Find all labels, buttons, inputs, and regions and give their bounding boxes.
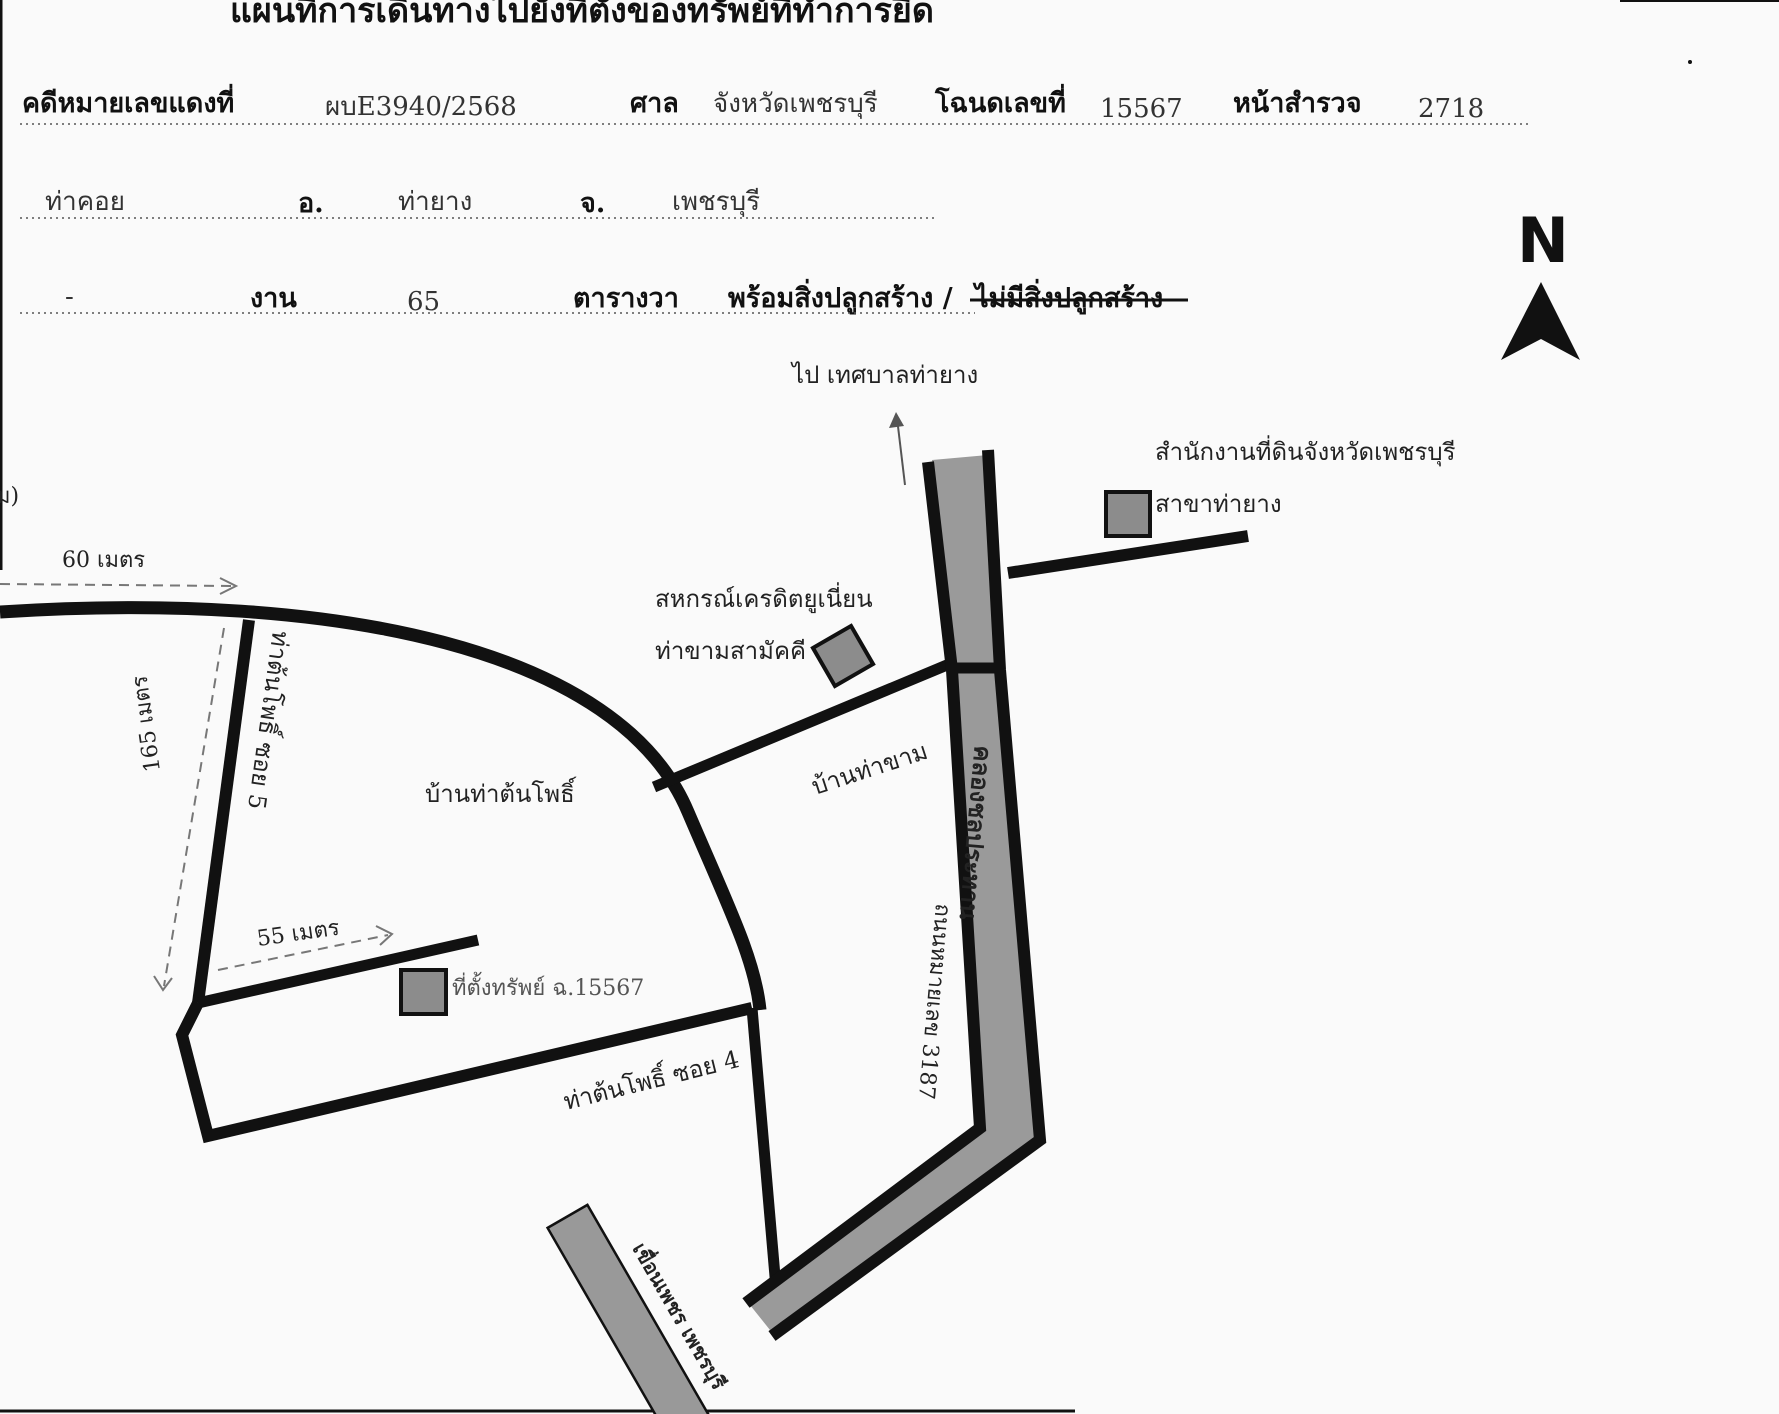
dist-60-arrowhead: [219, 577, 239, 595]
square-wa-label: ตารางวา: [573, 283, 679, 314]
dam-block: [545, 1203, 715, 1414]
court-value: จังหวัดเพชรบุรี: [713, 89, 878, 119]
village-tha-kham-label: บ้านท่าขาม: [808, 737, 931, 801]
dist-165-label: 165 เมตร: [128, 674, 166, 774]
property-location-icon: [399, 968, 448, 1016]
case-number-label: คดีหมายเลขแดงที่: [22, 83, 234, 119]
soi5-label: ท่าต้นโพธิ์ ซอย 5: [242, 629, 299, 812]
village-tha-ton-pho-label: บ้านท่าต้นโพธิ์: [425, 776, 577, 808]
north-label: N: [1517, 204, 1569, 277]
land-office-road: [1007, 530, 1249, 579]
coop-road: [651, 659, 950, 793]
dist-55-label: 55 เมตร: [255, 916, 341, 952]
dist-55-arrow: [217, 934, 389, 971]
north-arrow-icon: [1501, 282, 1580, 360]
dist-60-label: 60 เมตร: [62, 548, 145, 573]
edge-fragment-text: ม): [0, 484, 19, 509]
property-access-road: [196, 934, 480, 1009]
ngan-value: 65: [407, 287, 440, 317]
district-value: ท่ายาง: [398, 187, 472, 217]
road-3187-label: ถนนหมายเลข 3187: [913, 902, 955, 1100]
without-buildings-text: ไม่มีสิ่งปลูกสร้าง: [972, 278, 1163, 315]
district-label: อ.: [298, 188, 324, 219]
coop-icon: [810, 623, 876, 689]
coop-label-line2: ท่าขามสามัคคี: [655, 637, 806, 665]
south-connector-road: [746, 1007, 785, 1324]
deed-value: 15567: [1100, 94, 1183, 124]
dust-speck: [1688, 60, 1692, 64]
coop-label-line1: สหกรณ์เครดิตยูเนี่ยน: [655, 582, 873, 614]
case-number-value: ผบE3940/2568: [325, 92, 517, 122]
deed-label: โฉนดเลขที่: [934, 83, 1066, 119]
ngan-label: งาน: [250, 283, 297, 314]
province-value: เพชรบุรี: [672, 187, 760, 217]
dist-55-arrowhead: [375, 925, 394, 946]
province-label: จ.: [580, 188, 605, 219]
to-municipality-arrowhead: [889, 412, 904, 428]
to-municipality-arrow: [896, 417, 906, 486]
dist-60-arrow: [0, 583, 233, 587]
survey-page-value: 2718: [1418, 94, 1484, 124]
rai-value: -: [65, 282, 74, 312]
irrigation-canal: [746, 455, 1036, 1330]
land-office-label-line2: สาขาท่ายาง: [1155, 490, 1282, 518]
main-curved-road: [0, 601, 767, 1011]
soi5-road: [192, 619, 255, 1004]
property-label: ที่ตั้งทรัพย์ ฉ.15567: [452, 972, 644, 1001]
survey-page-label: หน้าสำรวจ: [1233, 88, 1362, 119]
land-office-icon: [1104, 490, 1152, 538]
soi4-road: [175, 1000, 754, 1144]
land-office-label-line1: สำนักงานที่ดินจังหวัดเพชรบุรี: [1155, 435, 1456, 467]
road-3187-east-edge: [768, 449, 1047, 1341]
document-title: แผนที่การเดินทางไปยังที่ตั้งของทรัพย์ที่…: [230, 0, 934, 31]
subdistrict-value: ท่าคอย: [45, 187, 125, 217]
road-3187-west-edge: [742, 461, 987, 1308]
to-municipality-label: ไป เทศบาลท่ายาง: [790, 361, 978, 389]
dist-165-arrowhead: [153, 975, 173, 992]
court-label: ศาล: [630, 88, 679, 119]
dist-165-arrow: [163, 627, 225, 987]
with-buildings-text: พร้อมสิ่งปลูกสร้าง /: [728, 278, 953, 315]
